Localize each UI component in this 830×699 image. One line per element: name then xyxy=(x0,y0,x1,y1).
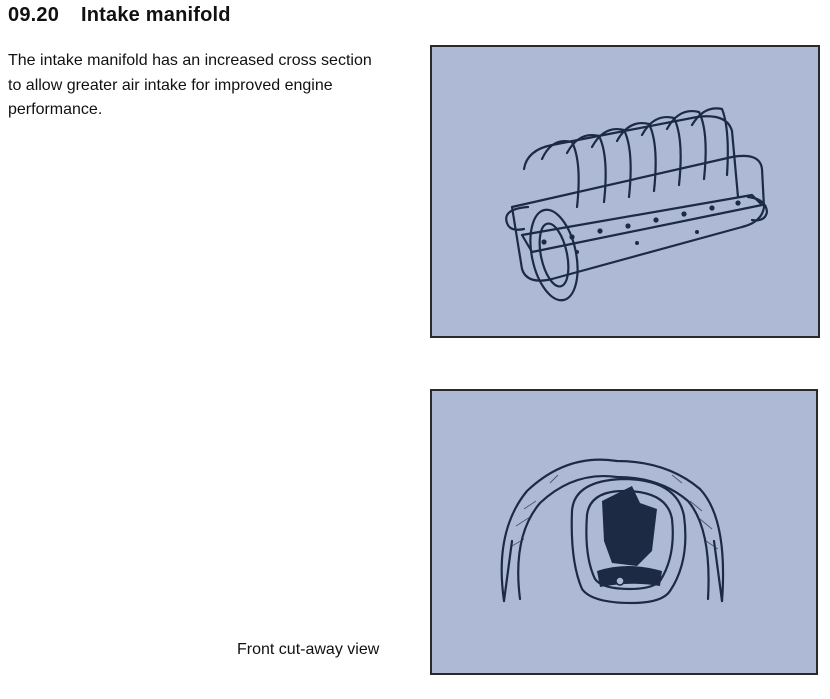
intake-manifold-figure xyxy=(430,45,820,338)
section-number: 09.20 xyxy=(8,4,60,26)
section-title: Intake manifold xyxy=(81,4,231,26)
front-cutaway-figure xyxy=(430,389,818,675)
section-heading: 09.20 Intake manifold xyxy=(8,4,231,27)
intake-manifold-illustration xyxy=(505,107,769,302)
front-cut-away-illustration xyxy=(500,458,725,605)
figure-caption: Front cut-away view xyxy=(237,641,380,658)
description-paragraph: The intake manifold has an increased cro… xyxy=(8,52,372,118)
